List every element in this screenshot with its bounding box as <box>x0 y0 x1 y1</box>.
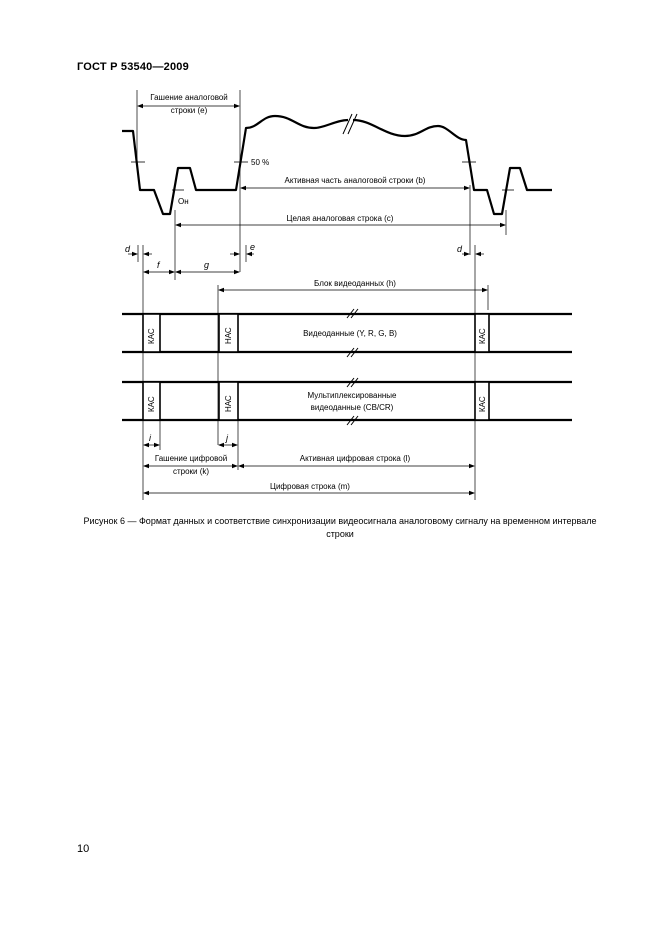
break-mark <box>342 113 358 135</box>
kac-box-1: КАС <box>147 328 156 344</box>
page-number: 10 <box>77 843 90 855</box>
nac-box-1: НАС <box>224 327 233 344</box>
digital-blanking-label-1: Гашение цифровой <box>155 454 227 463</box>
e-label: e <box>250 242 255 252</box>
analog-waveform-right <box>352 118 552 216</box>
oh-label: Oн <box>178 197 189 206</box>
digital-row-lines <box>122 312 572 422</box>
g-label: g <box>204 260 209 270</box>
mux-label-1: Мультиплексированные <box>308 391 398 400</box>
analog-waveform <box>122 114 349 216</box>
kac-box-2: КАС <box>478 328 487 344</box>
mux-label-2: видеоданные (CB/CR) <box>311 403 394 412</box>
document-header: ГОСТ Р 53540—2009 <box>77 61 189 73</box>
nac-box-2: НАС <box>224 395 233 412</box>
timing-diagram: Гашение аналоговой строки (e) 50 % Oн Ак… <box>122 90 572 500</box>
fifty-percent-ticks <box>131 161 514 191</box>
i-label: i <box>149 433 152 443</box>
video-block-label: Блок видеоданных (h) <box>314 279 396 288</box>
analog-full-label: Целая аналоговая строка (c) <box>287 214 394 223</box>
analog-active-label: Активная часть аналоговой строки (b) <box>285 176 426 185</box>
j-label: j <box>225 433 229 443</box>
d-left-label: d <box>125 244 131 254</box>
row-break-marks <box>346 308 359 426</box>
d-right-label: d <box>457 244 463 254</box>
f-label: f <box>157 260 161 270</box>
kac-box-4: КАС <box>478 396 487 412</box>
fifty-percent-label: 50 % <box>251 158 269 167</box>
digital-blanking-label-2: строки (k) <box>173 467 209 476</box>
kac-box-3: КАС <box>147 396 156 412</box>
row1-boxes <box>142 313 490 421</box>
analog-blanking-label-2: строки (e) <box>171 106 208 115</box>
video-data-label: Видеоданные (Y, R, G, B) <box>303 329 397 338</box>
analog-reference-lines <box>136 90 507 500</box>
digital-full-label: Цифровая строка (m) <box>270 482 350 491</box>
figure-caption: Рисунок 6 — Формат данных и соответствие… <box>83 516 597 539</box>
digital-active-label: Активная цифровая строка (l) <box>300 454 411 463</box>
analog-blanking-label-1: Гашение аналоговой <box>150 93 228 102</box>
